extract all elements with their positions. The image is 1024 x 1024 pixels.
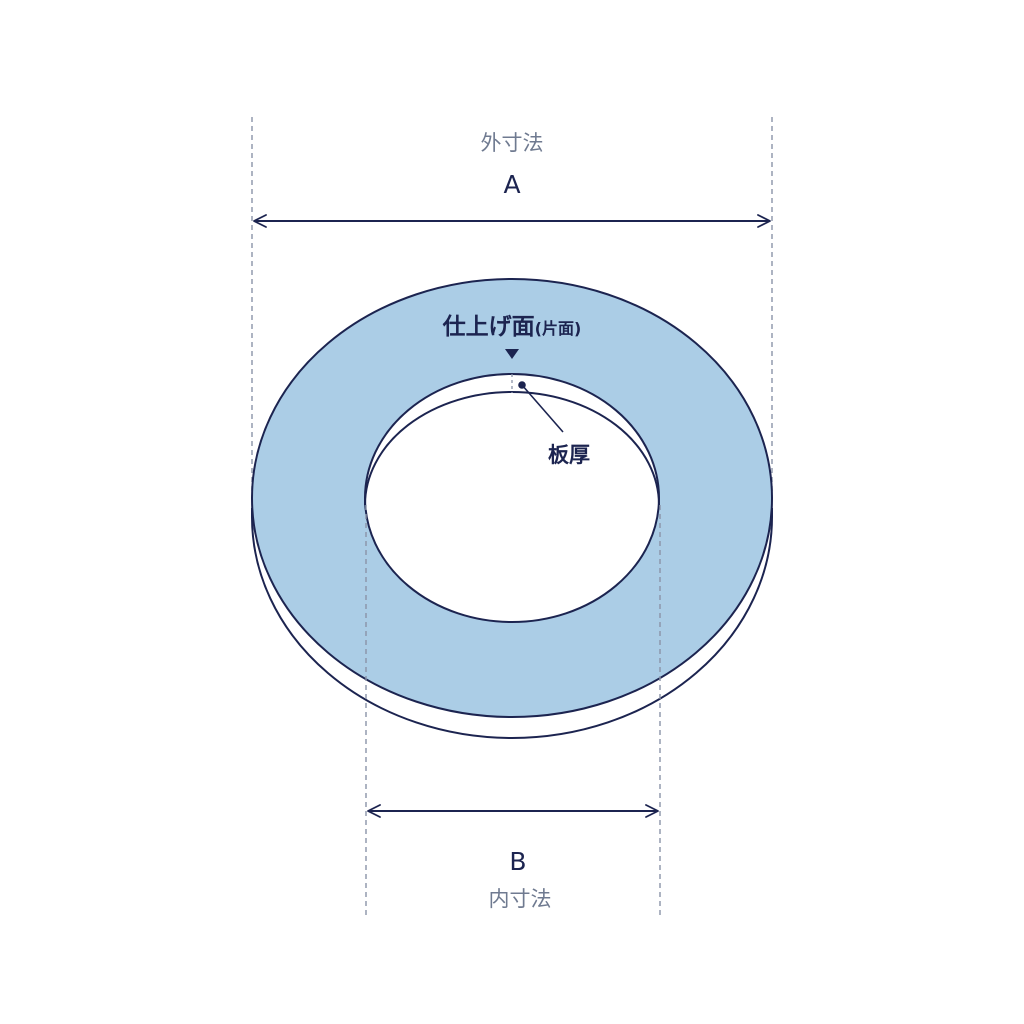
finish-surface-main: 仕上げ面 (442, 313, 535, 340)
inner-dimension-label: 内寸法 (489, 887, 552, 911)
finish-surface-note: (片面) (535, 319, 582, 338)
inner-dimension-letter: B (509, 847, 526, 876)
outer-dimension-letter: A (503, 170, 520, 199)
washer-top-face (250, 278, 774, 718)
finish-surface-label: 仕上げ面(片面) (442, 313, 582, 340)
finish-surface-pointer-icon (505, 349, 519, 359)
outer-dimension-label: 外寸法 (481, 131, 544, 155)
thickness-label: 板厚 (548, 443, 590, 467)
thickness-dot-icon (518, 381, 526, 389)
thickness-leader-line (521, 384, 564, 433)
